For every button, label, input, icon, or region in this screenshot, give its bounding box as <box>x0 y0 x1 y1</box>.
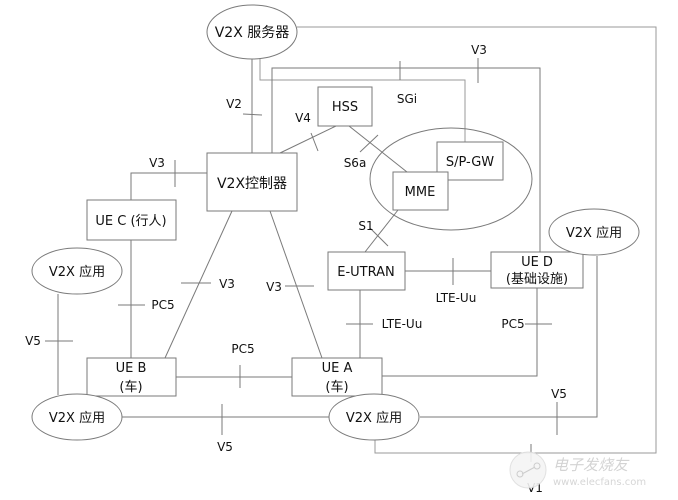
v2-tick <box>242 113 263 116</box>
mme-shape <box>392 171 449 211</box>
v5-right-connection <box>420 256 598 418</box>
v2x-app-ue-d-label: V2X 应用 <box>566 225 622 241</box>
mme-node[interactable]: MME <box>392 171 449 211</box>
watermark-brand: 电子发烧友 <box>553 456 630 474</box>
watermark-url: www.elecfans.com <box>553 477 646 488</box>
v2x-app-ue-a-node[interactable]: V2X 应用 <box>328 393 420 441</box>
v2x-app-ue-b-shape <box>31 393 123 441</box>
s6a-tick <box>359 134 379 153</box>
pc5-ue-c-ue-b-label: PC5 <box>151 298 174 312</box>
v4-tick <box>310 132 319 152</box>
v2x-app-ue-c-shape <box>31 247 123 295</box>
lte-uu-ue-d-label: LTE-Uu <box>436 291 477 305</box>
v4-label: V4 <box>295 111 311 125</box>
watermark-logo-link <box>521 466 536 475</box>
ue-c-node[interactable]: UE C (行人) <box>86 199 177 241</box>
v3-ue-c-label: V3 <box>149 156 165 170</box>
v2x-controller-label: V2X控制器 <box>217 176 287 192</box>
v3-controller-ue-d-connection <box>271 67 541 252</box>
v2x-app-ue-c-node[interactable]: V2X 应用 <box>31 247 123 295</box>
v2x-server-node[interactable]: V2X 服务器 <box>206 4 298 60</box>
e-utran-label: E-UTRAN <box>337 265 394 280</box>
s6a-connection <box>348 125 408 173</box>
watermark-logo-dot-right <box>533 462 541 470</box>
v2x-server-shape <box>206 4 298 60</box>
v3-ue-a-label: V3 <box>266 280 282 294</box>
mme-label: MME <box>405 185 436 200</box>
v2x-app-ue-d-shape <box>548 208 640 256</box>
e-utran-shape <box>327 251 406 291</box>
v3-controller-ue-c-connection <box>130 172 207 200</box>
v2-label: V2 <box>226 97 242 111</box>
core-network-ellipse <box>369 127 533 231</box>
hss-shape <box>317 86 373 127</box>
v5-bottom-label: V5 <box>217 440 233 454</box>
hss-node[interactable]: HSS <box>317 86 373 127</box>
ue-a-node[interactable]: UE A (车) <box>291 357 383 397</box>
ue-b-shape <box>86 357 177 397</box>
pc5-ue-d-label: PC5 <box>501 317 524 331</box>
v3-top-label: V3 <box>471 43 487 57</box>
v2x-app-ue-c-label: V2X 应用 <box>49 264 105 280</box>
v2x-app-ue-d-node[interactable]: V2X 应用 <box>548 208 640 256</box>
v2x-app-ue-b-label: V2X 应用 <box>49 410 105 426</box>
v3-controller-ue-a-connection <box>269 210 323 359</box>
sp-gw-label: S/P-GW <box>446 155 494 170</box>
pc5-ue-b-ue-a-label: PC5 <box>231 342 254 356</box>
v3-controller-ue-b-connection <box>164 210 233 359</box>
v2x-controller-node[interactable]: V2X控制器 <box>206 152 298 212</box>
s1-tick <box>369 227 389 247</box>
v2x-server-label: V2X 服务器 <box>215 25 290 41</box>
v2x-app-ue-a-label: V2X 应用 <box>346 410 402 426</box>
s6a-label: S6a <box>344 156 367 170</box>
v5-left-label: V5 <box>25 334 41 348</box>
ue-a-shape <box>291 357 383 397</box>
lte-uu-ue-a-label: LTE-Uu <box>382 317 423 331</box>
s1-label: S1 <box>358 219 373 233</box>
ue-c-shape <box>86 199 177 241</box>
s1-connection <box>364 209 399 253</box>
v3-ue-b-label: V3 <box>219 277 235 291</box>
ue-b-label-line1: UE B <box>116 361 147 376</box>
ue-b-label-line2: (车) <box>119 379 142 395</box>
ue-d-shape <box>490 251 584 289</box>
v4-connection <box>279 125 337 154</box>
ue-c-label: UE C (行人) <box>95 214 166 229</box>
sgi-label: SGi <box>397 92 417 106</box>
ue-d-node[interactable]: UE D (基础设施) <box>490 251 584 289</box>
v5-right-label: V5 <box>551 387 567 401</box>
v2x-app-ue-a-shape <box>328 393 420 441</box>
e-utran-node[interactable]: E-UTRAN <box>327 251 406 291</box>
v2x-controller-shape <box>206 152 298 212</box>
pc5-ue-a-ue-d-connection <box>382 288 538 377</box>
v2x-app-ue-b-node[interactable]: V2X 应用 <box>31 393 123 441</box>
ue-d-label-line2: (基础设施) <box>506 272 568 287</box>
watermark-logo-icon <box>509 451 547 489</box>
ue-b-node[interactable]: UE B (车) <box>86 357 177 397</box>
sgi-connection <box>259 58 466 142</box>
ue-d-label-line1: UE D <box>521 255 553 270</box>
watermark: 电子发烧友 www.elecfans.com <box>509 451 646 489</box>
v1-connection <box>297 26 657 454</box>
hss-label: HSS <box>332 100 358 115</box>
ue-a-label-line2: (车) <box>325 379 348 395</box>
ue-a-label-line1: UE A <box>322 361 353 376</box>
